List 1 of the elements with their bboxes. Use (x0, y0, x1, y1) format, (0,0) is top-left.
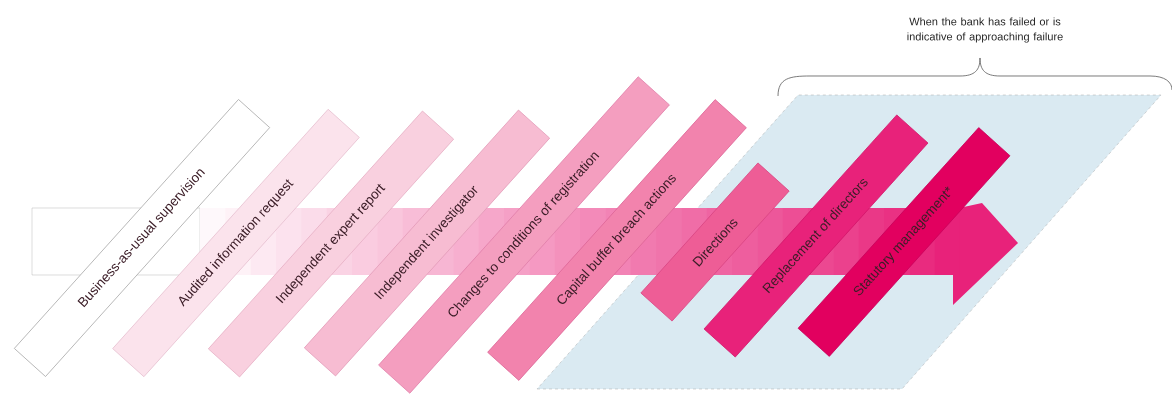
bracket-label: When the bank has failed or is indicative of approaching failure (907, 17, 1063, 43)
